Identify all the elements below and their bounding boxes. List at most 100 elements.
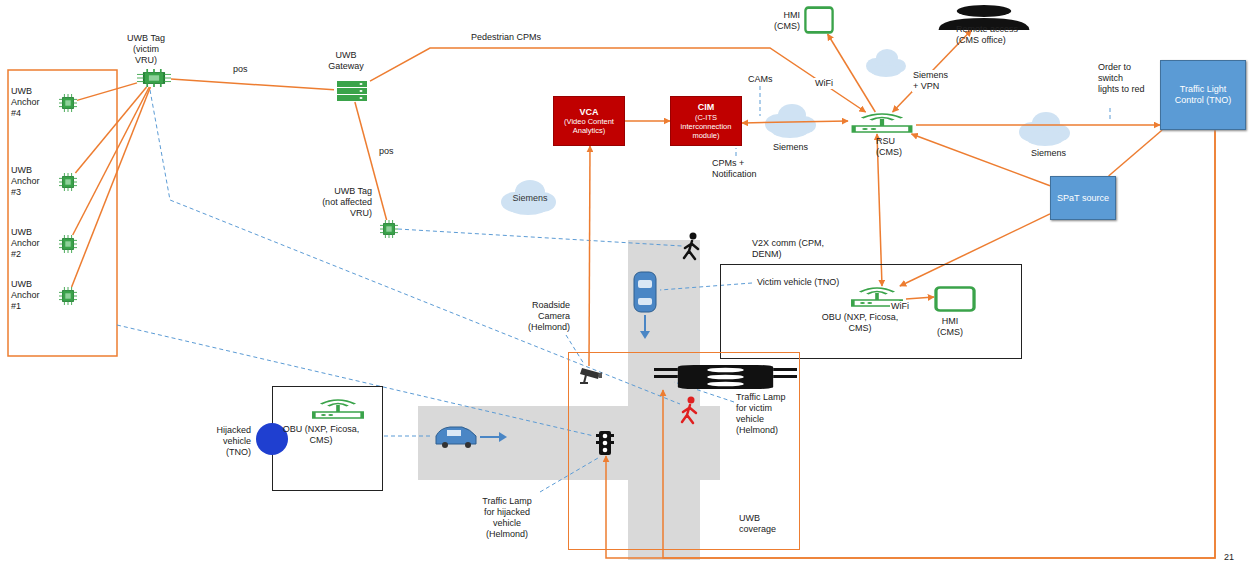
node-label: UWB Anchor #2 [11,227,51,260]
edge-label: pos [378,146,395,157]
connector-arrow [625,120,670,122]
node-label: Victim vehicle (TNO) [757,277,877,288]
cloud [1019,112,1070,146]
edge-label: WiFi [890,301,910,312]
remote-user: Remote access (CMS office) [934,4,1034,30]
connector-arrow [742,121,848,123]
node-label: OBU (NXP, Ficosa, CMS) [820,312,900,334]
rsu-unit: RSU (CMS) [848,112,916,134]
vehicle-frame: Hijacked vehicle (TNO)OBU (NXP, Ficosa, … [272,386,383,491]
traffic-lamp: Traffic Lamp for victim vehicle (Helmond… [654,364,797,390]
node-label: Traffic Lamp for hijacked vehicle (Helmo… [478,496,536,540]
box-title: Traffic Light Control (TNO) [1165,84,1241,106]
connector-arrow [73,87,150,235]
page-number: 21 [1224,552,1244,563]
connector-arrow [916,124,1160,126]
chip-icon [59,173,77,191]
node-label: UWB Tag (victim VRU) [127,33,165,66]
edge-label: Siemens [772,142,809,153]
connector-arrow [77,83,137,101]
node-label: Remote access (CMS office) [956,24,1028,46]
cloud [501,180,556,215]
chip-icon [59,235,77,253]
node-label: UWB Anchor #1 [11,279,51,312]
victim-car [634,272,656,339]
road-horizontal [418,406,720,480]
connector-arrow [912,134,1051,186]
node-label: UWB Anchor #4 [11,86,51,119]
hmi-device: HMI (CMS) [804,6,834,34]
edge-label: Siemens [1030,148,1067,159]
connector-arrow [828,34,876,112]
connector-arrow [900,214,1050,286]
road-vertical [628,240,700,560]
annotation-label: CAMs [748,74,778,85]
chip-icon [59,94,77,112]
chip-icon [380,220,398,238]
node-label: UWB Tag (not affected VRU) [318,186,372,219]
annotation-label: V2X comm (CPM, DENM) [752,238,852,260]
traffic-lamp-icon [596,430,614,456]
traffic-lamp: Traffic Lamp for hijacked vehicle (Helmo… [596,430,614,456]
router-icon [848,112,916,134]
connector-arrow [1109,130,1163,176]
uwb-tag: UWB Tag (victim VRU) [137,69,171,87]
process-box: SPaT source [1050,176,1116,220]
node-label: UWB Anchor #3 [11,165,51,198]
chip-icon [59,287,77,305]
pedestrian-black [684,233,698,260]
edge-label: WiFi [814,78,834,89]
edge-label: Pedestrian CPMs [470,32,542,43]
annotation-label: CPMs + Notification [712,158,764,180]
hijacked-car [436,427,507,448]
cloud [866,49,906,77]
node-label: RSU (CMS) [876,136,910,158]
process-box: CIM(C-ITS interconnection module) [670,96,742,146]
box-title: VCA [579,107,598,118]
node-label: HMI (CMS) [930,316,970,338]
traffic-lamp-icon [654,364,797,390]
leader-line [117,86,1110,492]
node-label: HMI (CMS) [768,10,800,32]
uwb-gateway: UWB Gateway [334,80,370,102]
annotation-label: Siemens [508,193,552,204]
box-subtitle: (Video Content Analytics) [558,117,620,135]
edge-label: pos [232,64,249,75]
server-icon [334,80,370,102]
connector-arrow [589,146,590,366]
connector-arrow [663,130,1215,558]
node-label: Traffic Lamp for victim vehicle (Helmond… [736,392,791,436]
uwb-tag: UWB Tag (not affected VRU) [380,220,398,238]
hmi-device: HMI (CMS) [934,286,976,312]
box-title: SPaT source [1057,193,1109,204]
router-icon [309,398,367,420]
tablet-icon [804,6,834,34]
connector-arrow [906,297,934,299]
roadside-camera: Roadside Camera (Helmond) [578,366,602,384]
uwb-anchor: UWB Anchor #2 [59,235,77,253]
tablet-icon [934,286,976,312]
chip-icon [137,69,171,87]
camera-icon [578,366,602,384]
obu-unit: OBU (NXP, Ficosa, CMS) [309,398,367,420]
connector-arrow [171,79,334,90]
process-box: VCA(Video Content Analytics) [553,96,625,146]
node-label: Hijacked vehicle (TNO) [199,425,251,458]
process-box: Traffic Light Control (TNO) [1160,60,1246,130]
vehicle-frame: Victim vehicle (TNO) OBU (NXP, Ficosa, CM… [720,264,1022,359]
pedestrian-red [682,397,696,424]
uwb-anchor: UWB Anchor #3 [59,173,77,191]
node-label: UWB coverage [739,513,795,535]
uwb-anchor: UWB Anchor #1 [59,287,77,305]
node-label: Roadside Camera (Helmond) [520,300,570,333]
node-label: OBU (NXP, Ficosa, CMS) [281,424,361,446]
node-label: UWB Gateway [328,50,364,72]
box-title: CIM [698,102,715,113]
connector-arrow [606,130,1215,558]
edge-label: Siemens + VPN [912,70,956,92]
connector-arrow [72,87,151,287]
annotation-label: Order to switch lights to red [1098,62,1146,95]
box-subtitle: (C-ITS interconnection module) [675,113,737,140]
